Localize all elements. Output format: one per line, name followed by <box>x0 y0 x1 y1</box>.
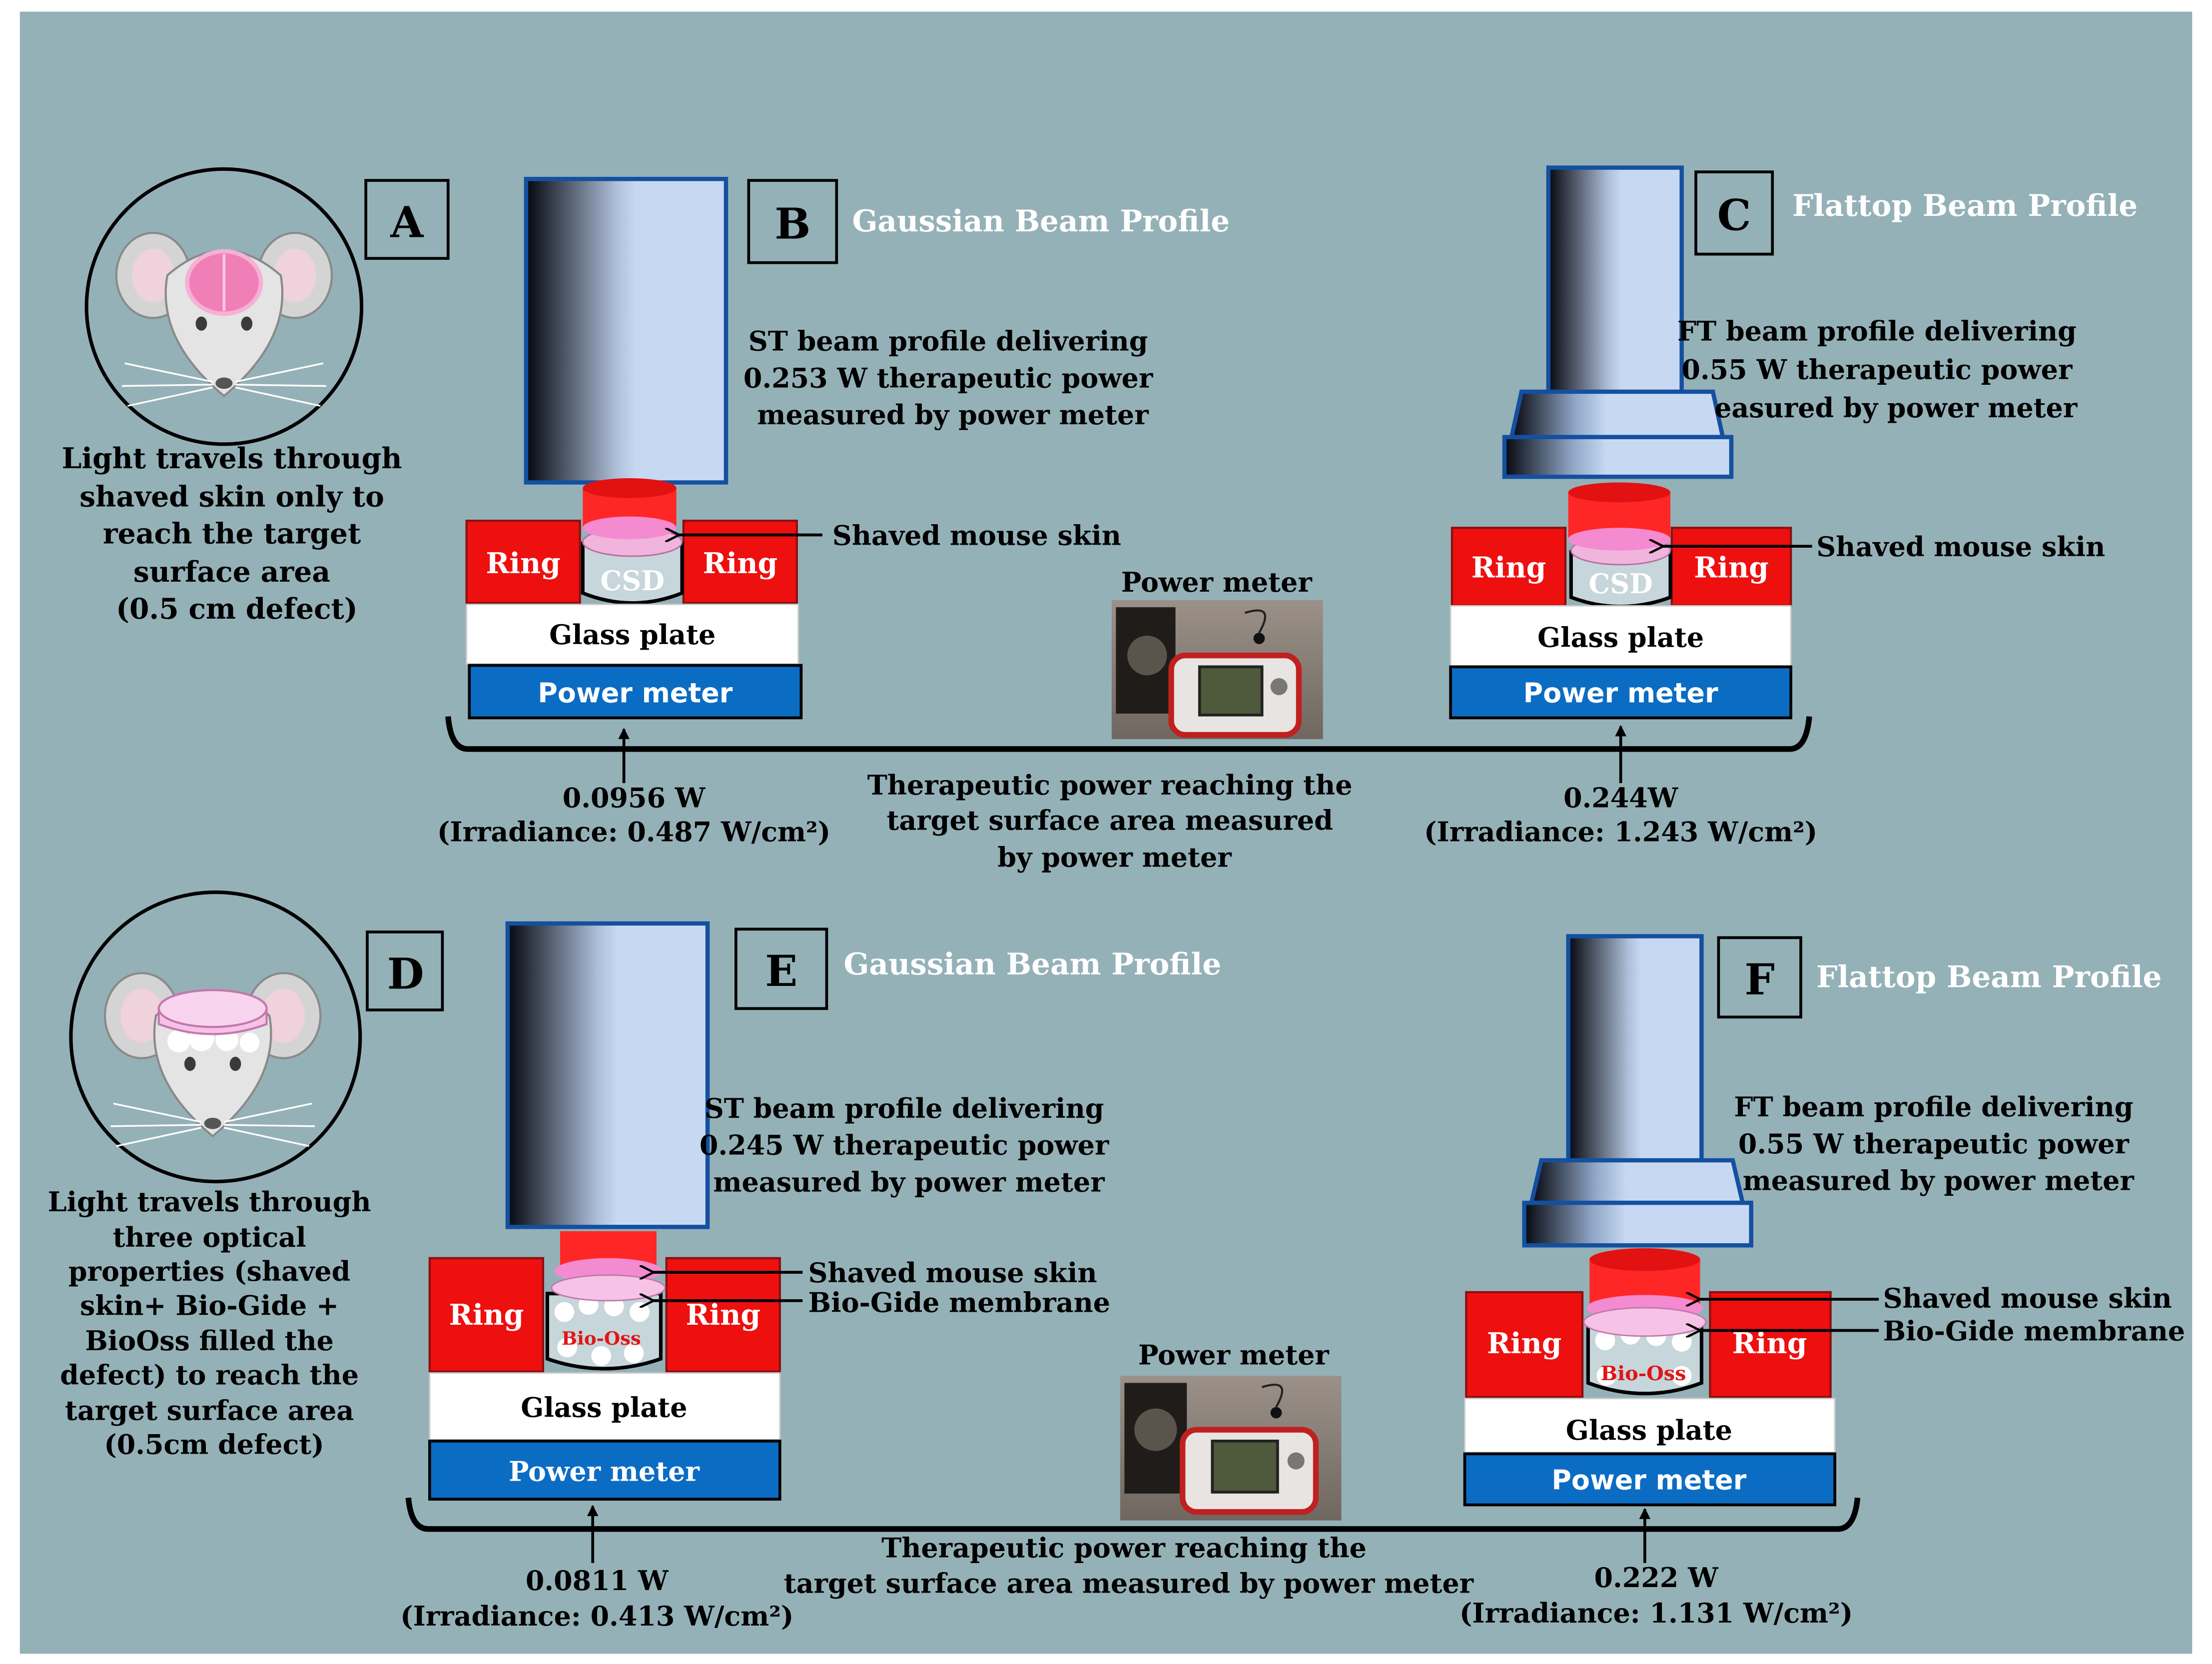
ring-left-b <box>465 519 581 604</box>
letter-d: D <box>387 949 424 999</box>
flattop-flange-c <box>1508 389 1726 439</box>
top-right-value: 0.244W <box>1563 782 1679 814</box>
panel-c-title: Flattop Beam Profile <box>1792 188 2138 223</box>
bottom-left-irradiance: (Irradiance: 0.413 W/cm²) <box>400 1600 793 1632</box>
letter-box-c <box>1694 170 1774 256</box>
glass-plate-label: Glass plate <box>521 1392 687 1424</box>
flattop-base-f <box>1522 1200 1753 1248</box>
csd-cup-b <box>581 541 684 605</box>
bio-oss-label: Bio-Oss <box>562 1327 641 1349</box>
ring-label: Ring <box>486 547 561 580</box>
ring-left-c <box>1451 527 1567 607</box>
bottom-left-value: 0.0811 W <box>526 1565 669 1597</box>
flattop-base-c <box>1502 435 1734 479</box>
glass-plate-label: Glass plate <box>549 619 716 651</box>
top-left-irradiance: (Irradiance: 0.487 W/cm²) <box>437 816 830 847</box>
power-meter-label: Power meter <box>1523 677 1718 709</box>
panel-b: B Gaussian Beam Profile ST beam profile … <box>465 176 1230 720</box>
csd-label: CSD <box>600 565 665 597</box>
letter-e: E <box>765 946 797 996</box>
letter-box-a <box>364 179 450 260</box>
bio-gide-label-e: Bio-Gide membrane <box>808 1287 1111 1319</box>
ring-label: Ring <box>703 547 778 580</box>
glass-plate-label: Glass plate <box>1566 1414 1732 1446</box>
gaussian-beam-cylinder-e <box>505 921 710 1229</box>
top-label-power-meter: Power meter <box>1121 566 1312 598</box>
power-meter-label: Power meter <box>1551 1464 1746 1496</box>
glass-plate-b <box>466 604 799 665</box>
bottom-center-text: Therapeutic power reaching the target su… <box>784 1532 1474 1600</box>
bottom-right-value: 0.222 W <box>1594 1562 1719 1594</box>
top-right-irradiance: (Irradiance: 1.243 W/cm²) <box>1424 816 1817 847</box>
panel-a-description: Light travels through shaved skin only t… <box>62 442 412 626</box>
flattop-beam-cylinder-c <box>1546 165 1684 397</box>
bottom-label-power-meter: Power meter <box>1138 1339 1329 1371</box>
mouse-circle-d <box>69 890 362 1184</box>
glass-plate-e <box>429 1372 781 1441</box>
top-bracket: Power meter Therapeutic power reaching t… <box>437 566 1817 873</box>
flattop-beam-cylinder-f <box>1566 934 1704 1165</box>
ring-label: Ring <box>1732 1327 1807 1360</box>
bottom-bracket: Power meter Therapeutic power reaching t… <box>400 1339 1861 1632</box>
power-meter-c <box>1449 665 1793 720</box>
panel-d: D Light travels through three optical pr… <box>48 890 444 1460</box>
power-meter-photo <box>1111 600 1323 740</box>
power-meter-f <box>1463 1452 1836 1507</box>
bottom-right-irradiance: (Irradiance: 1.131 W/cm²) <box>1460 1597 1853 1629</box>
glass-plate-c <box>1450 605 1792 668</box>
power-meter-photo <box>1120 1376 1342 1521</box>
panel-c-text: FT beam profile delivering 0.55 W therap… <box>1677 315 2086 424</box>
shaved-skin-label-f: Shaved mouse skin <box>1883 1282 2172 1314</box>
ring-label: Ring <box>686 1299 760 1332</box>
ring-left-f <box>1465 1291 1584 1398</box>
ring-right-e <box>665 1257 781 1373</box>
mouse-icon <box>116 233 332 406</box>
letter-b: B <box>774 199 810 249</box>
panel-f-title: Flattop Beam Profile <box>1816 960 2162 995</box>
letter-box-b <box>747 179 838 264</box>
power-meter-label: Power meter <box>509 1455 700 1487</box>
letter-f: F <box>1745 955 1775 1005</box>
gaussian-beam-cylinder-b <box>524 176 729 485</box>
shaved-skin-label-c: Shaved mouse skin <box>1816 531 2105 563</box>
panel-c: C Flattop Beam Profile FT beam profile d… <box>1449 165 2138 720</box>
ring-right-f <box>1709 1291 1832 1398</box>
top-center-text: Therapeutic power reaching the target su… <box>867 769 1362 873</box>
ring-label: Ring <box>449 1299 524 1332</box>
panel-f: F Flattop Beam Profile FT beam profile d… <box>1463 934 2186 1507</box>
power-meter-label: Power meter <box>538 677 733 709</box>
letter-box-e <box>734 927 828 1010</box>
mouse-icon <box>105 973 320 1146</box>
csd-label: CSD <box>1588 568 1653 600</box>
ring-label: Ring <box>1487 1327 1562 1360</box>
panel-e-text: ST beam profile delivering 0.245 W thera… <box>700 1092 1118 1198</box>
letter-c: C <box>1717 190 1751 240</box>
shaved-skin-label-b: Shaved mouse skin <box>832 519 1121 551</box>
flattop-flange-f <box>1528 1158 1746 1205</box>
ring-label: Ring <box>1694 552 1769 585</box>
power-meter-e <box>428 1440 781 1501</box>
letter-box-d <box>366 930 444 1011</box>
panel-b-title: Gaussian Beam Profile <box>852 204 1230 239</box>
panel-e: E Gaussian Beam Profile ST beam profile … <box>428 921 1222 1501</box>
bio-oss-label: Bio-Oss <box>1601 1362 1686 1385</box>
panel-d-description: Light travels through three optical prop… <box>48 1186 381 1460</box>
top-left-value: 0.0956 W <box>563 782 706 814</box>
panel-a: A Light travels through shaved skin only… <box>62 167 450 626</box>
glass-plate-f <box>1464 1398 1836 1453</box>
ring-left-e <box>428 1257 545 1373</box>
panel-e-title: Gaussian Beam Profile <box>844 947 1222 982</box>
mouse-circle-a <box>84 167 364 446</box>
letter-a: A <box>390 198 424 248</box>
shaved-skin-label-e: Shaved mouse skin <box>808 1257 1097 1289</box>
ring-label: Ring <box>1472 552 1546 585</box>
bio-gide-label-f: Bio-Gide membrane <box>1883 1315 2186 1347</box>
letter-box-f <box>1717 936 1802 1019</box>
power-meter-b <box>468 664 803 720</box>
glass-plate-label: Glass plate <box>1537 622 1704 654</box>
panel-b-text: ST beam profile delivering 0.253 W thera… <box>743 325 1162 431</box>
panel-f-text: FT beam profile delivering 0.55 W therap… <box>1734 1091 2143 1197</box>
